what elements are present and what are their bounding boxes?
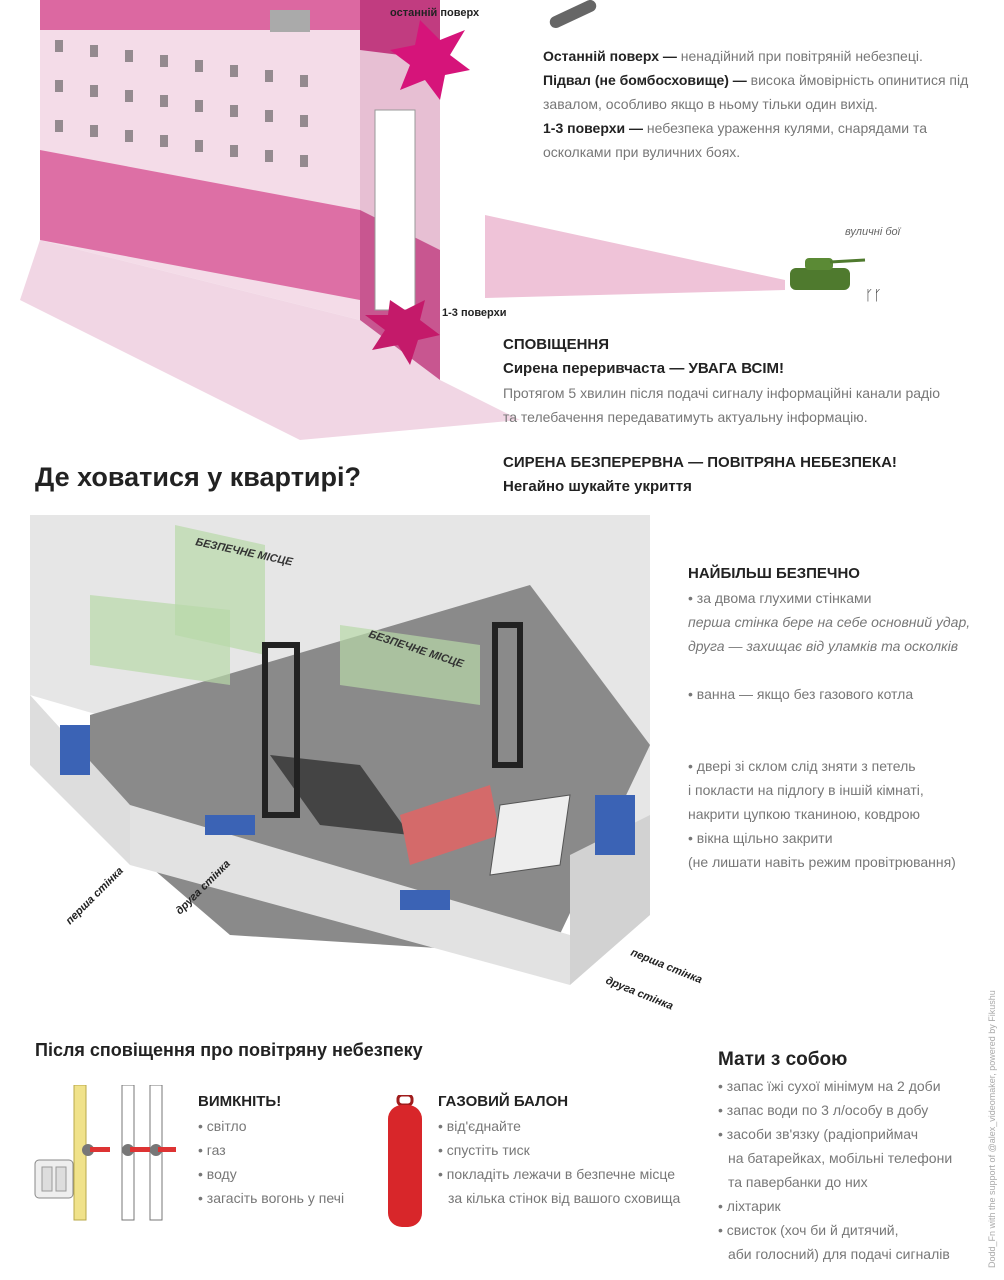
safest-note: друга — захищає від уламків та осколків [688, 638, 959, 654]
apartment-title: Де ховатися у квартирі? [35, 462, 362, 492]
apartment-illustration: БЕЗПЕЧНЕ МІСЦЕ БЕЗПЕЧНЕ МІСЦЕ перша стін… [30, 515, 704, 1013]
safest-item: • двері зі склом слід зняти з петель [688, 758, 916, 774]
gas-item: • спустіть тиск [438, 1142, 530, 1158]
take-with-item: • запас води по 3 л/особу в добу [718, 1102, 929, 1118]
take-with-item: • засоби зв'язку (радіоприймач [718, 1126, 919, 1142]
take-with-item: • запас їжі сухої мінімум на 2 доби [718, 1078, 941, 1094]
top-floor-label: останній поверх [390, 7, 480, 19]
safest-item: (не лишати навіть режим провітрювання) [688, 854, 956, 870]
alert-continuous-title: СИРЕНА БЕЗПЕРЕРВНА — ПОВІТРЯНА НЕБЕЗПЕКА… [503, 454, 897, 471]
take-with-section: Мати з собою • запас їжі сухої мінімум н… [718, 1046, 952, 1266]
take-with-item: аби голосний) для подачі сигналів [728, 1246, 950, 1262]
gas-item: • від'єднайте [438, 1118, 521, 1134]
alert-section: СПОВІЩЕННЯ Сирена переривчаста — УВАГА В… [503, 333, 943, 499]
turn-off-heading: ВИМКНІТЬ! [198, 1093, 282, 1110]
gas-heading: ГАЗОВИЙ БАЛОН [438, 1093, 569, 1110]
turn-off-item: • газ [198, 1142, 226, 1158]
gas-cylinder-icon [388, 1095, 422, 1227]
take-with-item: • ліхтарик [718, 1198, 781, 1214]
alert-intermittent-title: Сирена переривчаста — УВАГА ВСІМ! [503, 360, 785, 377]
take-with-item: на батарейках, мобільні телефони [728, 1150, 953, 1166]
safest-item: • ванна — якщо без газового котла [688, 686, 914, 702]
turn-off-section: ВИМКНІТЬ! • світло • газ • воду • загасі… [198, 1090, 344, 1210]
turn-off-item: • загасіть вогонь у печі [198, 1190, 345, 1206]
switch-and-pipes-icon [34, 1085, 176, 1221]
gas-item: • покладіть лежачи в безпечне місце [438, 1166, 675, 1182]
floor-info-basement: Підвал (не бомбосховище) — висока ймовір… [543, 72, 969, 112]
missile-icon [547, 0, 599, 31]
street-fight-illustration: вуличні бої ᚴᚴ [485, 215, 902, 303]
safest-item: • за двома глухими стінками [688, 590, 872, 606]
safest-item: накрити цупкою тканиною, ковдрою [688, 806, 920, 822]
first-wall-right-label: перша стінка [629, 947, 704, 987]
second-wall-right-label: друга стінка [604, 975, 675, 1013]
floors-info: Останній поверх — ненадійний при повітря… [543, 44, 973, 164]
safest-heading: НАЙБІЛЬШ БЕЗПЕЧНО [688, 565, 860, 582]
gas-section: ГАЗОВИЙ БАЛОН • від'єднайте • спустіть т… [438, 1090, 680, 1210]
safest-note: перша стінка бере на себе основний удар, [688, 614, 971, 630]
safest-section: НАЙБІЛЬШ БЕЗПЕЧНО • за двома глухими сті… [688, 562, 988, 874]
gas-item: за кілька стінок від вашого сховища [448, 1190, 681, 1206]
alert-continuous-text: Негайно шукайте укриття [503, 478, 692, 495]
first-wall-left-label: перша стінка [64, 865, 126, 927]
floor-info-top: Останній поверх — ненадійний при повітря… [543, 48, 923, 64]
floor-info-low: 1-3 поверхи — небезпека ураження кулями,… [543, 120, 927, 160]
take-with-item: • свисток (хоч би й дитячий, [718, 1222, 899, 1238]
low-floors-label: 1-3 поверхи [442, 307, 507, 319]
alert-heading: СПОВІЩЕННЯ [503, 336, 610, 353]
alert-intermittent-text: Протягом 5 хвилин після подачі сигналу і… [503, 385, 941, 425]
credit-text: Dodd_Fn with the support of @alex_videom… [987, 990, 997, 1268]
soldiers-icon: ᚴᚴ [865, 287, 882, 303]
after-alert-title: Після сповіщення про повітряну небезпеку [35, 1040, 423, 1060]
building-illustration: останній поверх 1-3 поверхи [20, 0, 520, 440]
safest-item: і покласти на підлогу в іншій кімнаті, [688, 782, 924, 798]
safest-item: • вікна щільно закрити [688, 830, 833, 846]
take-with-item: та павербанки до них [728, 1174, 868, 1190]
street-fight-label: вуличні бої [845, 226, 902, 238]
take-with-heading: Мати з собою [718, 1049, 848, 1070]
turn-off-item: • світло [198, 1118, 247, 1134]
turn-off-item: • воду [198, 1166, 237, 1182]
